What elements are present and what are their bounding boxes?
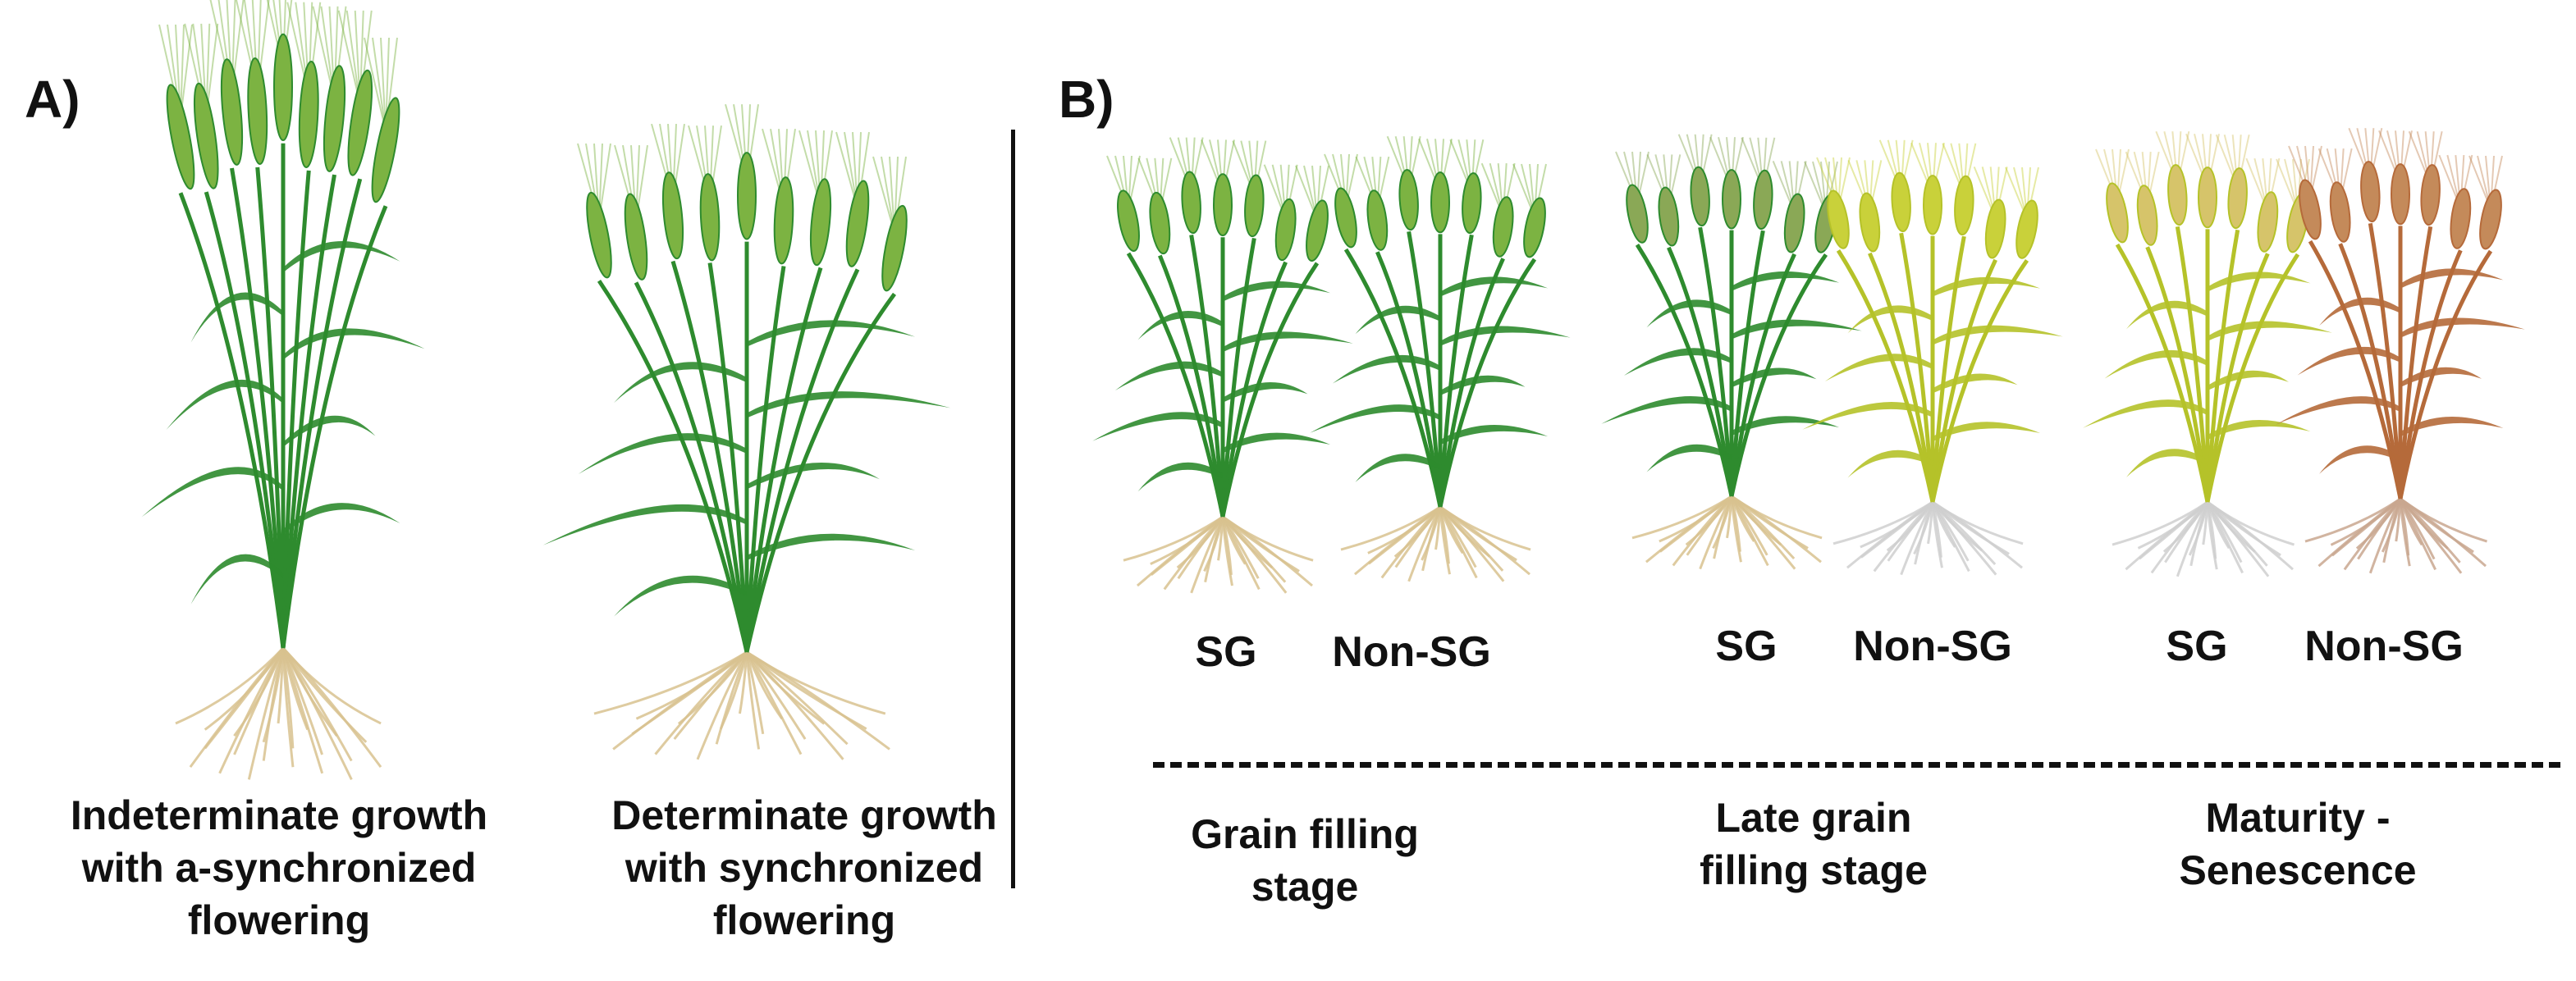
plant-sg-late-grain-filling-stems [1615,134,1838,497]
plant-nonsg-grain-filling-roots [1340,505,1531,582]
plant-nonsg-maturity-stems [2288,127,2503,500]
plant-indeterminate-stems [158,0,400,649]
plant-sg-grain-filling-roots [1123,515,1314,594]
caption-indeterminate: Indeterminate growth with a-synchronized… [70,792,488,943]
plant-sg-late-grain-filling [1601,134,1862,570]
plant-sg-maturity [2083,130,2332,577]
label-sg-maturity: SG [2166,623,2228,670]
label-sg-late-grain-filling: SG [1715,623,1778,670]
caption-determinate: Determinate growth with synchronized flo… [611,792,997,943]
plant-nonsg-late-grain-filling-leaves [1802,276,2063,478]
stage-grain-filling: Grain filling stage [1191,811,1419,910]
stage-late-grain-filling: Late grain filling stage [1700,795,1928,893]
plant-nonsg-grain-filling-stems [1324,135,1547,508]
label-sg-grain-filling: SG [1195,628,1257,676]
plant-determinate-leaves [542,320,951,617]
stage-separator-line [1153,762,2560,768]
plant-nonsg-late-grain-filling-roots [1832,500,2024,576]
plant-determinate-roots [593,650,890,760]
plants-layer [141,0,2525,781]
plant-sg-late-grain-filling-roots [1631,495,1823,570]
plant-nonsg-maturity-roots [2304,497,2487,574]
plant-sg-grain-filling-leaves [1092,281,1353,492]
plant-sg-maturity-leaves [2083,271,2332,477]
label-nonsg-maturity: Non-SG [2304,623,2464,670]
plant-nonsg-grain-filling-leaves [1310,276,1571,482]
plant-nonsg-grain-filling [1310,135,1571,582]
stage-maturity-senescence: Maturity - Senescence [2179,795,2417,893]
plant-nonsg-maturity [2276,127,2525,574]
label-nonsg-grain-filling: Non-SG [1332,628,1491,676]
plant-sg-grain-filling-stems [1106,137,1329,518]
plant-determinate [542,103,951,760]
plant-sg-late-grain-filling-leaves [1601,271,1862,472]
plant-sg-maturity-roots [2112,500,2295,577]
plant-nonsg-late-grain-filling-stems [1816,139,2039,503]
plant-nonsg-late-grain-filling [1802,139,2063,576]
plant-indeterminate-roots [175,646,382,781]
plant-indeterminate [141,0,425,781]
plant-sg-grain-filling [1092,137,1353,594]
panel-divider [1011,130,1015,888]
panel-b-tag: B) [1059,70,1114,129]
plant-indeterminate-leaves [141,240,425,605]
panel-a-tag: A) [25,70,80,129]
label-nonsg-late-grain-filling: Non-SG [1853,623,2012,670]
plant-sg-maturity-stems [2095,130,2310,503]
plant-nonsg-maturity-leaves [2276,268,2525,474]
